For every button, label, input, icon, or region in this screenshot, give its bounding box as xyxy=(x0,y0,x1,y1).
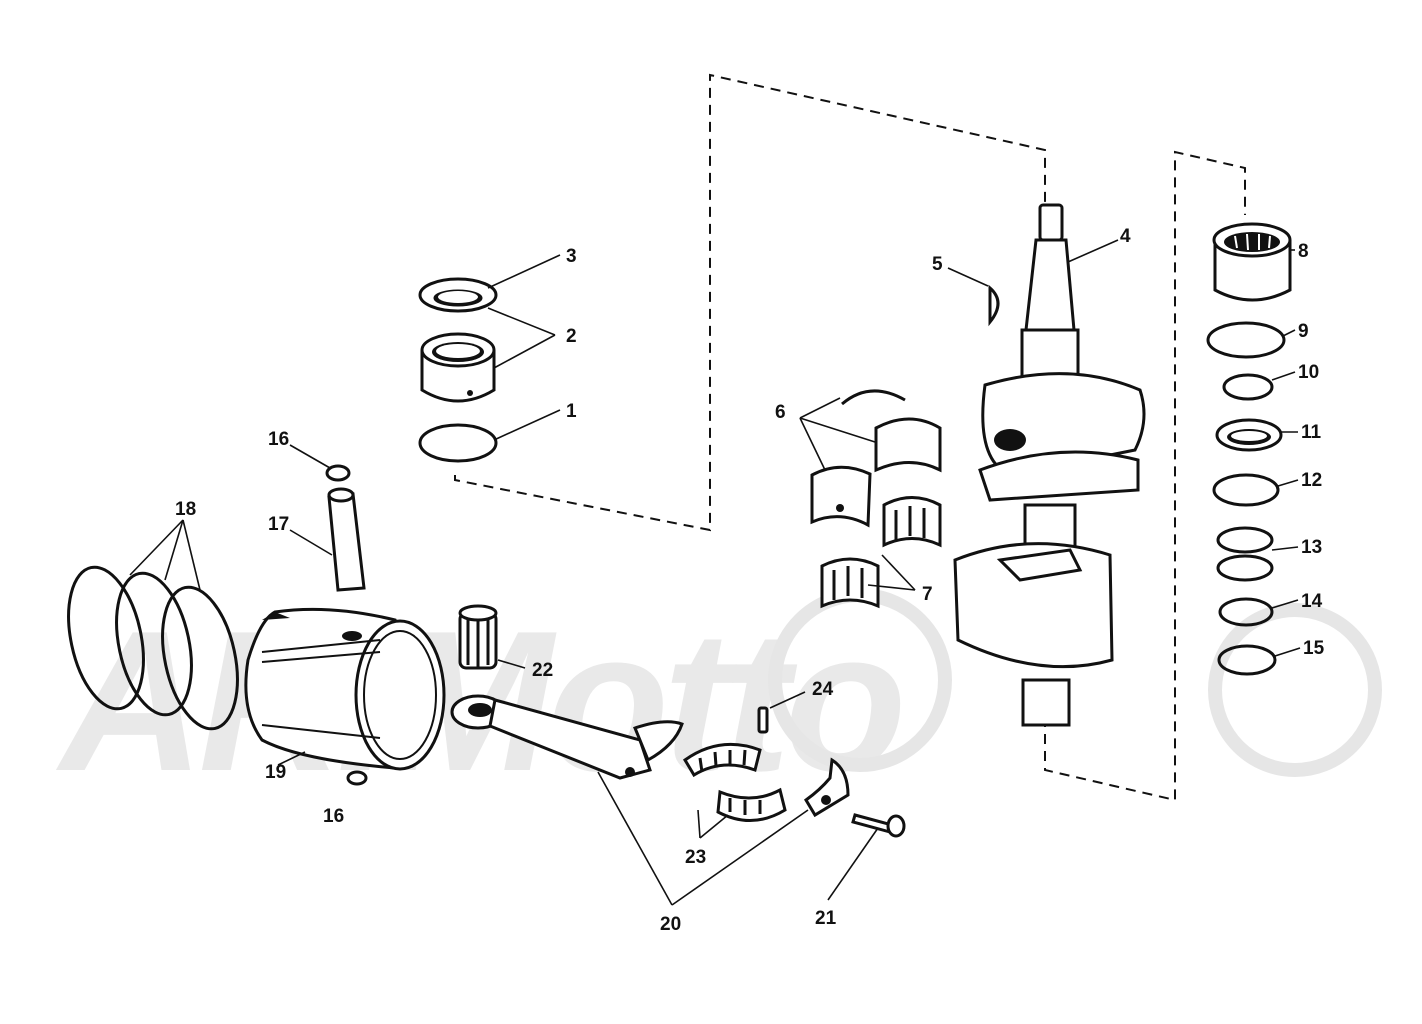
callout-23: 23 xyxy=(685,847,706,868)
part-bearing-race xyxy=(810,389,942,528)
callout-7: 7 xyxy=(922,584,933,605)
part-stacked-rings xyxy=(1206,321,1286,676)
part-piston-rings xyxy=(67,565,239,731)
part-upper-bearing xyxy=(420,332,496,403)
callout-20: 20 xyxy=(660,914,681,935)
part-roller-bearing xyxy=(1212,222,1292,302)
callout-3: 3 xyxy=(566,246,577,267)
part-dowel-pin xyxy=(757,706,769,734)
assembly-dashed-lines xyxy=(454,73,1246,802)
part-needle-cages xyxy=(820,496,942,609)
callout-6: 6 xyxy=(775,402,786,423)
part-pin-retainer-top xyxy=(325,464,351,482)
callout-18: 18 xyxy=(175,499,196,520)
part-pin-retainer-bottom xyxy=(346,770,368,786)
callout-1: 1 xyxy=(566,401,577,422)
callout-5: 5 xyxy=(932,254,943,275)
callout-9: 9 xyxy=(1298,321,1309,342)
callout-10: 10 xyxy=(1298,362,1319,383)
part-rod-cap xyxy=(804,757,850,818)
callout-labels: 3 2 1 16 17 18 19 16 22 24 23 20 21 6 7 … xyxy=(175,226,1325,935)
part-split-needle-bearing xyxy=(683,742,787,822)
callout-24: 24 xyxy=(812,679,834,700)
part-woodruff-key xyxy=(988,284,1000,327)
callout-22: 22 xyxy=(532,660,553,681)
part-o-ring xyxy=(418,423,498,463)
callout-8: 8 xyxy=(1298,241,1309,262)
callout-14: 14 xyxy=(1301,591,1323,612)
leader-lines xyxy=(129,239,1301,906)
part-cap-screw xyxy=(851,813,906,838)
callout-16-top: 16 xyxy=(268,429,289,450)
callout-12: 12 xyxy=(1301,470,1322,491)
part-wrist-pin xyxy=(327,487,366,592)
callout-2: 2 xyxy=(566,326,577,347)
callout-11: 11 xyxy=(1301,422,1322,443)
dashed-line-main-bearing xyxy=(454,73,1046,532)
dashed-line-lower-bearing xyxy=(1044,150,1246,802)
callout-21: 21 xyxy=(815,908,837,929)
part-seal-ring xyxy=(418,277,498,313)
callout-16-bottom: 16 xyxy=(323,806,344,827)
part-connecting-rod xyxy=(450,694,684,780)
part-needle-bearing-small xyxy=(458,604,498,670)
part-piston xyxy=(244,607,446,771)
callout-13: 13 xyxy=(1301,537,1322,558)
part-crankshaft xyxy=(953,203,1146,727)
callout-19: 19 xyxy=(265,762,286,783)
callout-17: 17 xyxy=(268,514,289,535)
callout-4: 4 xyxy=(1120,226,1131,247)
callout-15: 15 xyxy=(1303,638,1325,659)
